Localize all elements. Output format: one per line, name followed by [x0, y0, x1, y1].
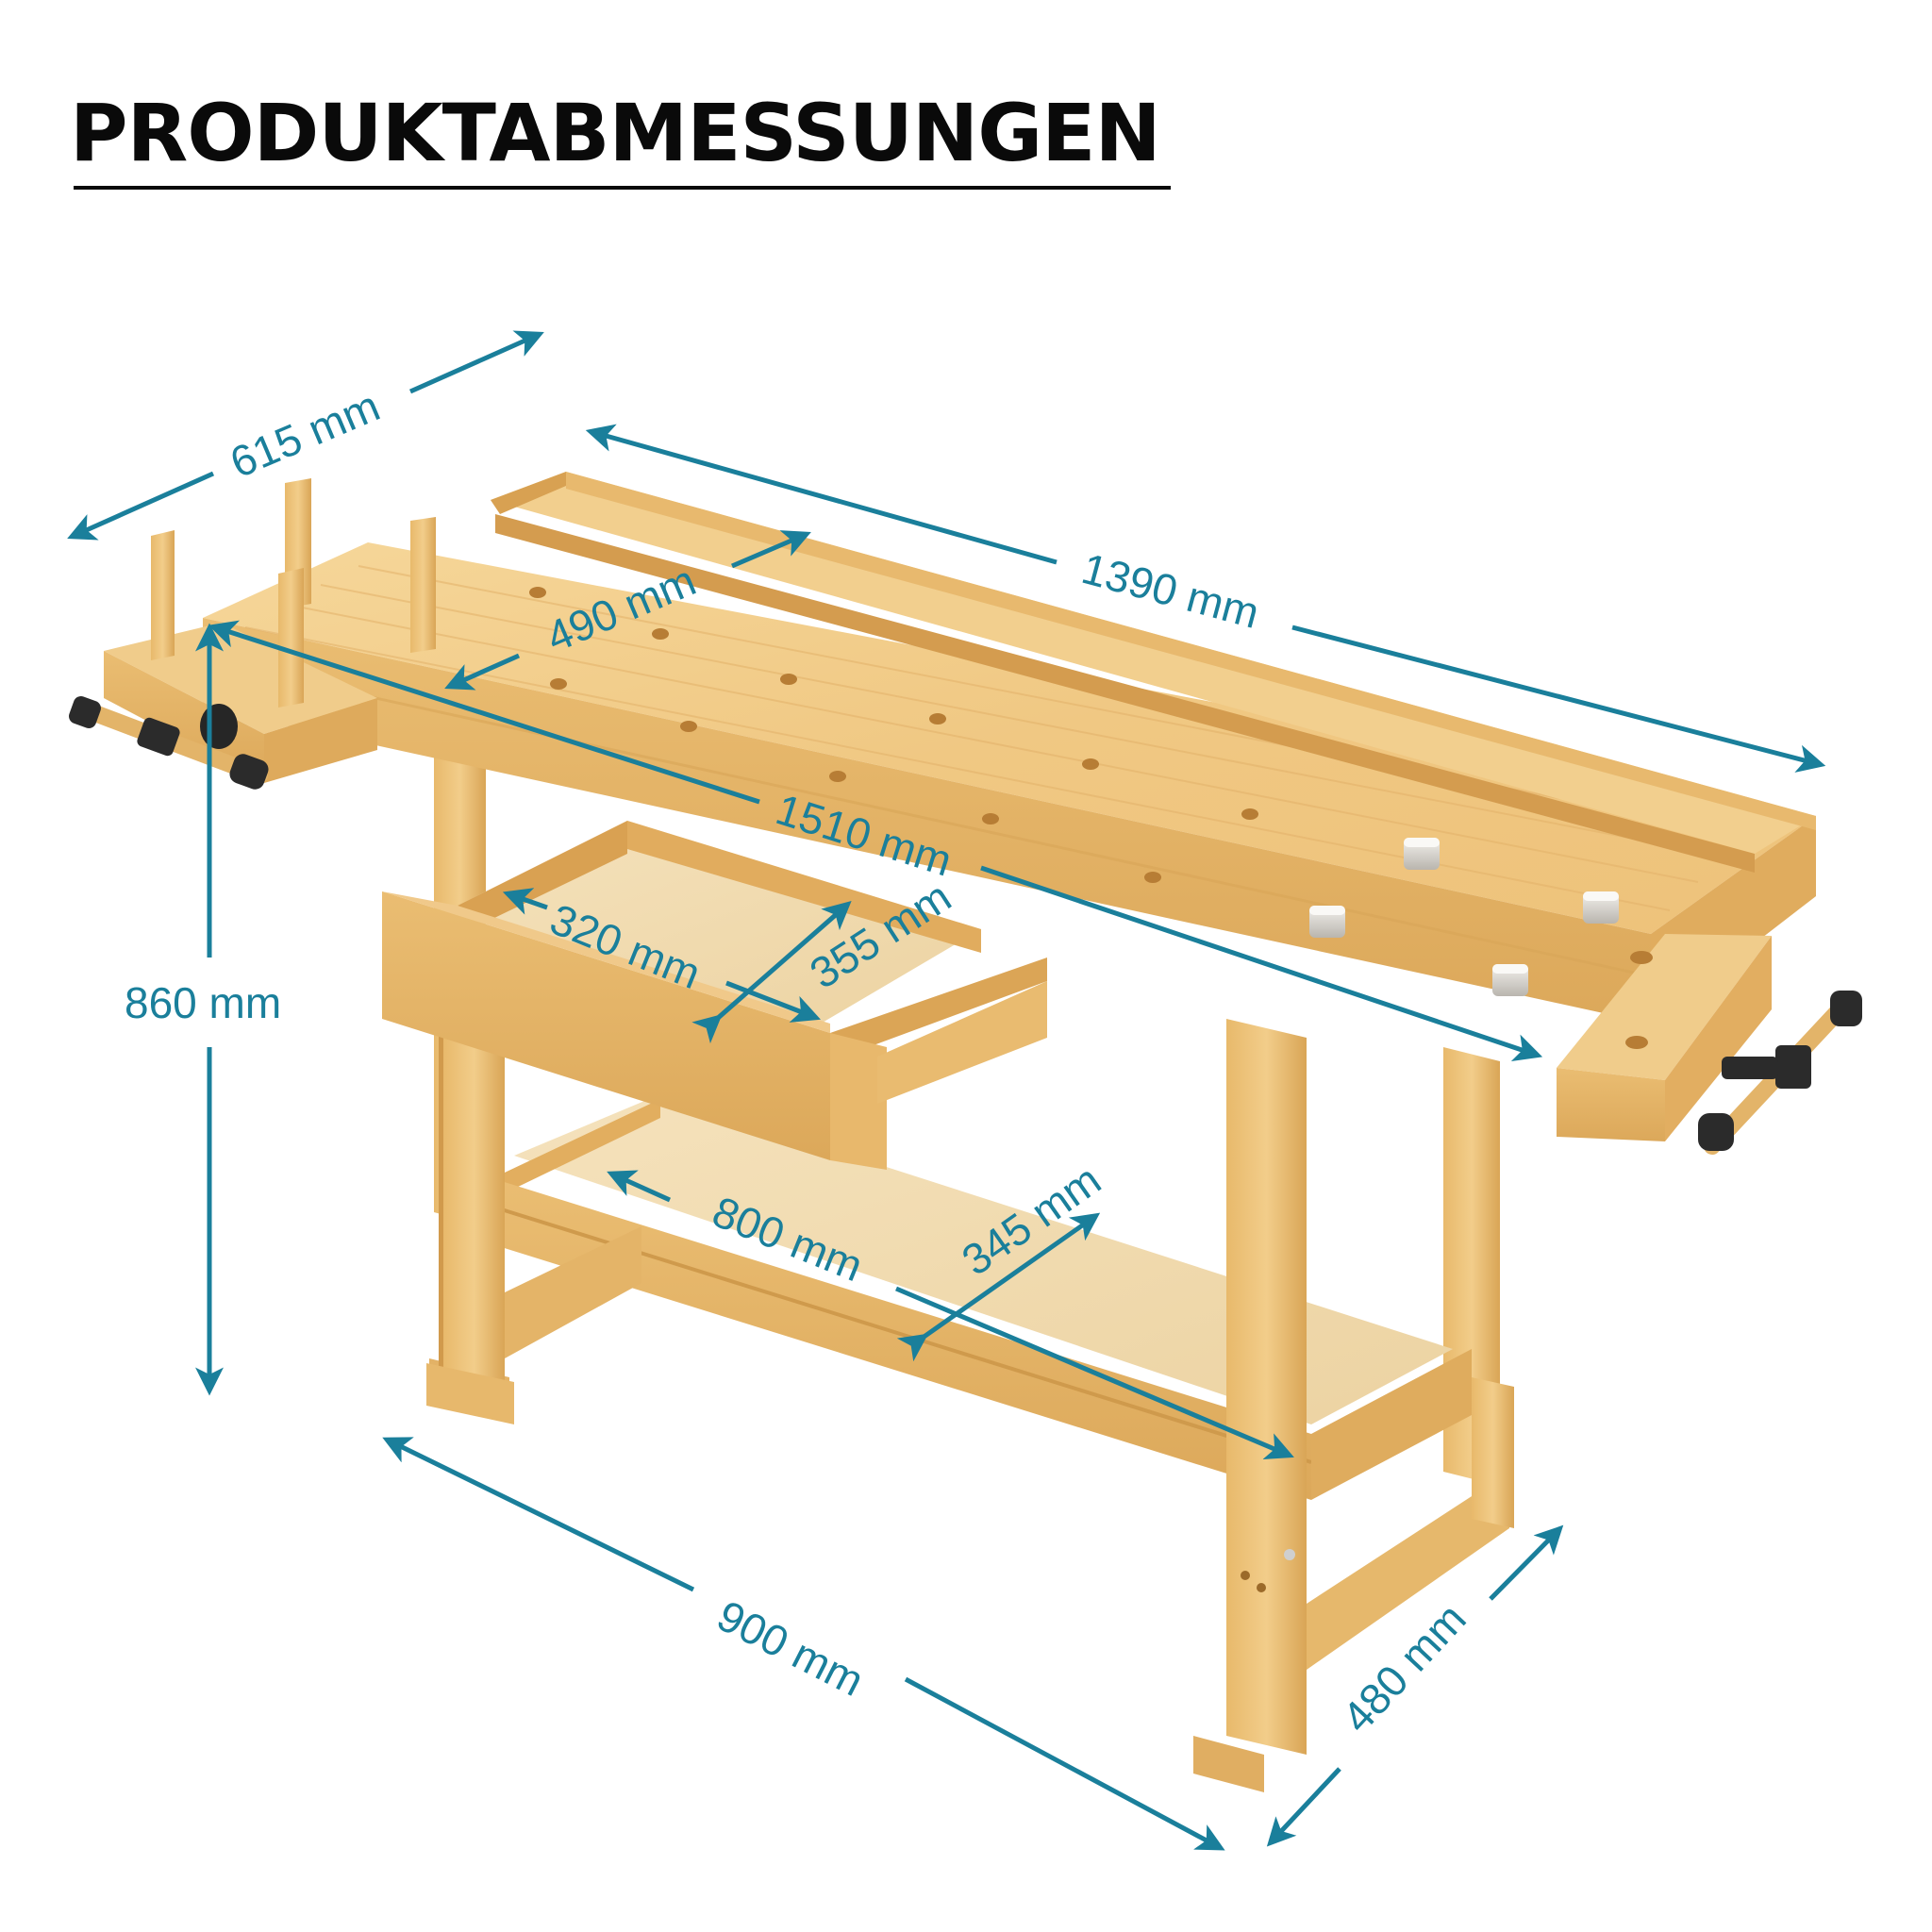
arrow-900-right: [904, 1676, 1225, 1851]
arrow-1510-right: [980, 865, 1543, 1062]
arrow-1510-left: [208, 620, 760, 805]
front-left-leg: [439, 1019, 641, 1387]
vise-handle-right: [1698, 991, 1862, 1155]
left-base-foot: [426, 1363, 514, 1424]
arrow-490-left: [444, 653, 521, 691]
arrow-1390-right: [1291, 625, 1826, 773]
right-vise: [1557, 934, 1862, 1155]
metal-bench-dogs: [1309, 838, 1619, 996]
arrow-1390-left: [585, 424, 1058, 565]
arrow-345: [896, 1212, 1101, 1362]
arrow-615-right: [408, 330, 544, 394]
arrow-480-top: [1489, 1524, 1564, 1601]
arrow-480-bottom: [1266, 1767, 1341, 1847]
dimension-arrows: [67, 330, 1826, 1851]
bench-dog-icon: [1583, 891, 1619, 924]
arrow-800-left: [607, 1170, 672, 1203]
dimension-label-860: 860 mm: [125, 978, 282, 1027]
bench-dog-icon: [1404, 838, 1440, 870]
wooden-pegs: [151, 478, 436, 708]
arrow-490-right: [731, 530, 811, 569]
title-underline: [74, 186, 1171, 190]
page-title: PRODUKTABMESSUNGEN: [70, 87, 1161, 179]
arrow-355: [691, 901, 852, 1044]
workbench-top: [202, 542, 1816, 1024]
bench-dog-icon: [1309, 906, 1345, 938]
arrow-615-left: [67, 471, 215, 541]
arrow-320-left: [502, 888, 548, 915]
tool-tray: [491, 472, 1816, 873]
bench-dog-icon: [1492, 964, 1528, 996]
front-right-leg: [1193, 1019, 1514, 1792]
bench-dog-holes: [529, 587, 1258, 883]
arrow-900-left: [382, 1437, 695, 1592]
